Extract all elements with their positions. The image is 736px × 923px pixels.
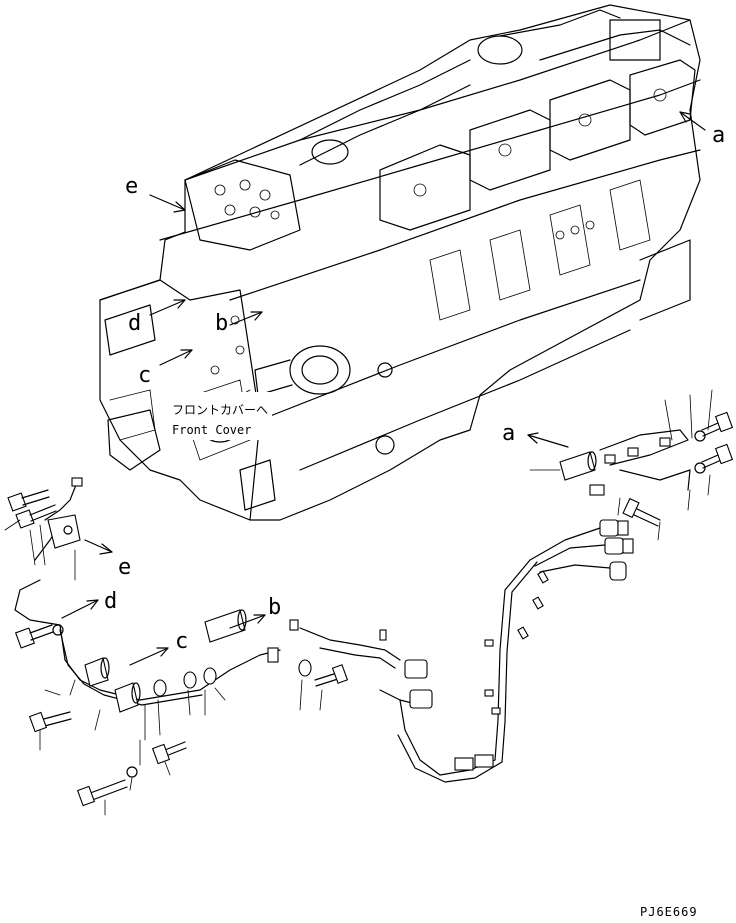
callout-c-harness: c (175, 629, 188, 654)
callout-e-harness: e (118, 555, 131, 580)
callout-b-harness: b (268, 595, 281, 620)
note-english: Front Cover (172, 423, 251, 437)
sensor-bracket-assembly (529, 389, 734, 541)
engine-block (99, 4, 701, 521)
callout-arrows (61, 111, 706, 666)
callout-c-engine: c (138, 363, 151, 388)
right-harness (289, 519, 634, 783)
figure-code: PJ6E669 (640, 905, 698, 919)
callout-a-harness: a (502, 421, 515, 446)
left-harness (4, 477, 349, 816)
callout-e-engine: e (125, 174, 138, 199)
callout-labels: e d b c a a e d c b (104, 123, 725, 654)
callout-b-engine: b (215, 311, 228, 336)
front-cover-note: フロントカバーへ Front Cover (168, 392, 272, 440)
callout-d-engine: d (128, 311, 141, 336)
callout-d-harness: d (104, 589, 117, 614)
note-japanese: フロントカバーへ (172, 403, 268, 417)
callout-a-engine: a (712, 123, 725, 148)
